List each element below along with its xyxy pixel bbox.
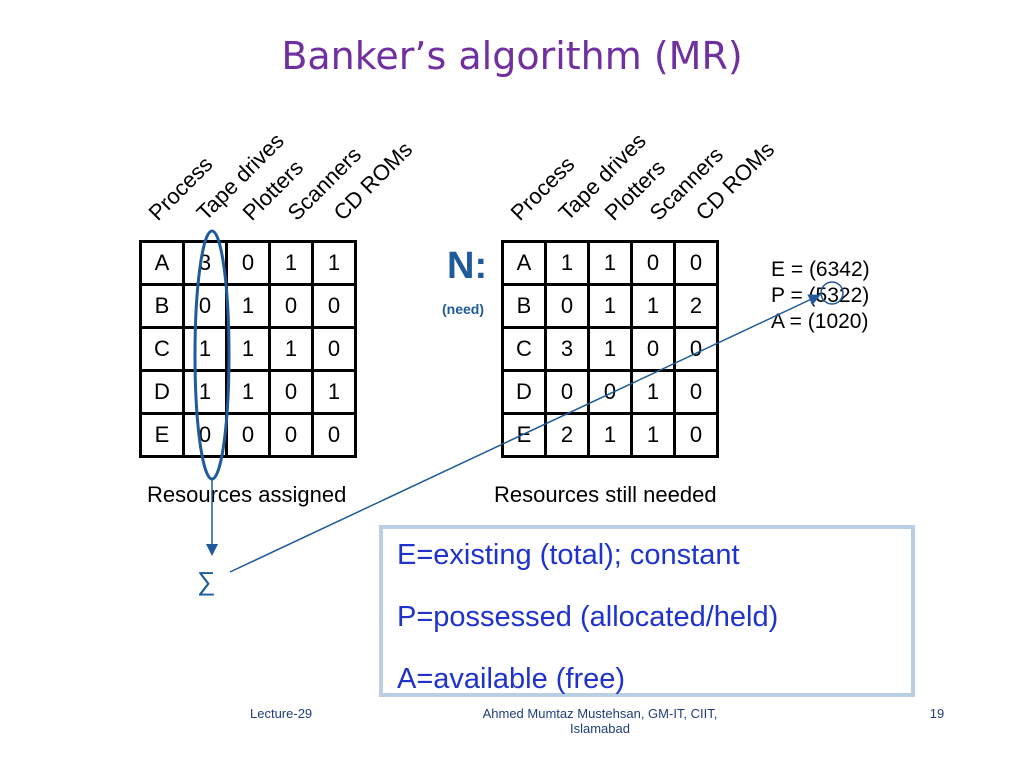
table-cell: 0 (673, 369, 719, 415)
definition-available: A=available (free) (397, 663, 626, 695)
table-cell: 0 (225, 240, 271, 286)
table-cell: 0 (311, 326, 357, 372)
table-cell: 0 (268, 283, 314, 329)
table-cell: 0 (311, 283, 357, 329)
table-cell: 1 (587, 326, 633, 372)
table-cell: 1 (268, 240, 314, 286)
table-row: C 1 1 1 0 (139, 326, 357, 372)
table-row: D 0 0 1 0 (501, 369, 719, 415)
needed-table: A 1 1 0 0 B 0 1 1 2 C 3 1 0 0 D 0 0 1 0 … (501, 240, 719, 458)
table-cell: 1 (311, 369, 357, 415)
table-cell: 0 (630, 240, 676, 286)
table-cell: 0 (673, 240, 719, 286)
table-cell: 0 (225, 412, 271, 458)
needed-caption: Resources still needed (494, 482, 717, 507)
table-cell: 1 (225, 283, 271, 329)
definition-possessed: P=possessed (allocated/held) (397, 601, 779, 633)
slide-title: Banker’s algorithm (MR) (281, 34, 743, 78)
footer-author-line2: Islamabad (570, 721, 630, 736)
table-cell: D (501, 369, 547, 415)
sum-symbol: ∑ (197, 566, 216, 596)
definition-existing: E=existing (total); constant (397, 539, 740, 571)
table-cell: 0 (673, 412, 719, 458)
p-first-digit-circle (820, 281, 844, 305)
table-row: D 1 1 0 1 (139, 369, 357, 415)
page-number: 19 (929, 706, 945, 721)
table-cell: 1 (630, 412, 676, 458)
table-cell: E (501, 412, 547, 458)
available-vector: A = (1020) (771, 310, 869, 333)
table-cell: A (139, 240, 185, 286)
table-cell: E (139, 412, 185, 458)
table-cell: 1 (587, 283, 633, 329)
table-cell: 0 (544, 283, 590, 329)
footer-lecture: Lecture-29 (250, 706, 313, 721)
table-cell: B (501, 283, 547, 329)
table-cell: 1 (630, 369, 676, 415)
table-cell: 0 (673, 326, 719, 372)
table-cell: 1 (311, 240, 357, 286)
need-sublabel: (need) (442, 301, 484, 317)
tape-drives-column-ellipse (193, 229, 231, 481)
table-cell: 1 (630, 283, 676, 329)
table-row: E 0 0 0 0 (139, 412, 357, 458)
table-cell: 1 (587, 412, 633, 458)
definitions-box: E=existing (total); constant P=possessed… (379, 525, 915, 697)
footer-author: Ahmed Mumtaz Mustehsan, GM-IT, CIIT, Isl… (440, 706, 760, 736)
table-cell: 3 (544, 326, 590, 372)
table-cell: 0 (311, 412, 357, 458)
table-row: B 0 1 1 2 (501, 283, 719, 329)
table-row: E 2 1 1 0 (501, 412, 719, 458)
assigned-caption: Resources assigned (147, 482, 347, 507)
table-cell: D (139, 369, 185, 415)
table-cell: 1 (544, 240, 590, 286)
table-cell: 2 (673, 283, 719, 329)
sum-to-p-arrow (229, 294, 821, 573)
table-cell: 0 (268, 369, 314, 415)
table-cell: A (501, 240, 547, 286)
table-cell: 0 (182, 283, 228, 329)
table-cell: 1 (225, 326, 271, 372)
table-cell: 2 (544, 412, 590, 458)
table-cell: 0 (587, 369, 633, 415)
table-row: A 1 1 0 0 (501, 240, 719, 286)
table-cell: 0 (630, 326, 676, 372)
existing-vector: E = (6342) (771, 258, 870, 281)
table-cell: C (501, 326, 547, 372)
table-cell: 1 (268, 326, 314, 372)
table-cell: B (139, 283, 185, 329)
table-cell: 1 (182, 369, 228, 415)
table-row: C 3 1 0 0 (501, 326, 719, 372)
table-cell: 1 (587, 240, 633, 286)
table-cell: 1 (182, 326, 228, 372)
table-cell: 0 (268, 412, 314, 458)
table-cell: C (139, 326, 185, 372)
footer-author-line1: Ahmed Mumtaz Mustehsan, GM-IT, CIIT, (482, 706, 718, 721)
table-row: B 0 1 0 0 (139, 283, 357, 329)
need-matrix-label: N: (447, 245, 488, 287)
